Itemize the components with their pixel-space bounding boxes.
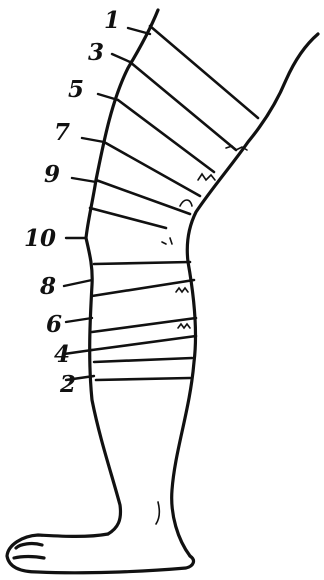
callout-labels: 1 3 5 7 9 10 8 6 4 2 bbox=[24, 7, 120, 398]
turn-2 bbox=[94, 358, 192, 362]
callout-4: 4 bbox=[54, 341, 70, 368]
turn-1 bbox=[150, 26, 258, 118]
turn-4 bbox=[92, 336, 196, 350]
turn-3 bbox=[130, 62, 236, 150]
callout-2: 2 bbox=[59, 371, 76, 398]
leader-9 bbox=[72, 178, 96, 182]
callout-3: 3 bbox=[88, 39, 104, 66]
bandage-turns bbox=[90, 26, 258, 380]
turn-9 bbox=[96, 180, 190, 214]
callout-6: 6 bbox=[46, 311, 62, 338]
callout-10: 10 bbox=[24, 225, 56, 252]
mark-b bbox=[198, 174, 215, 180]
leg-back-contour bbox=[86, 10, 158, 534]
callout-5: 5 bbox=[68, 76, 84, 103]
callout-1: 1 bbox=[104, 7, 120, 34]
turn-2b bbox=[96, 378, 190, 380]
mark-f bbox=[178, 324, 190, 328]
callout-8: 8 bbox=[39, 273, 56, 300]
callout-7: 7 bbox=[54, 119, 70, 146]
foot-contour bbox=[7, 534, 193, 573]
mark-c bbox=[180, 200, 192, 206]
mark-d bbox=[162, 238, 172, 244]
leader-1 bbox=[128, 28, 150, 34]
leader-3 bbox=[112, 54, 130, 62]
bandage-marks bbox=[162, 146, 247, 328]
leg-front-contour bbox=[172, 34, 318, 556]
leader-7 bbox=[82, 138, 104, 142]
toe-detail bbox=[14, 544, 44, 558]
leader-8 bbox=[64, 280, 92, 286]
callout-9: 9 bbox=[44, 161, 60, 188]
leader-6 bbox=[66, 318, 92, 322]
turn-10 bbox=[90, 208, 166, 228]
turn-5 bbox=[118, 100, 214, 172]
turn-8 bbox=[94, 262, 190, 264]
ankle-mark bbox=[156, 502, 159, 524]
mark-e bbox=[176, 288, 188, 292]
